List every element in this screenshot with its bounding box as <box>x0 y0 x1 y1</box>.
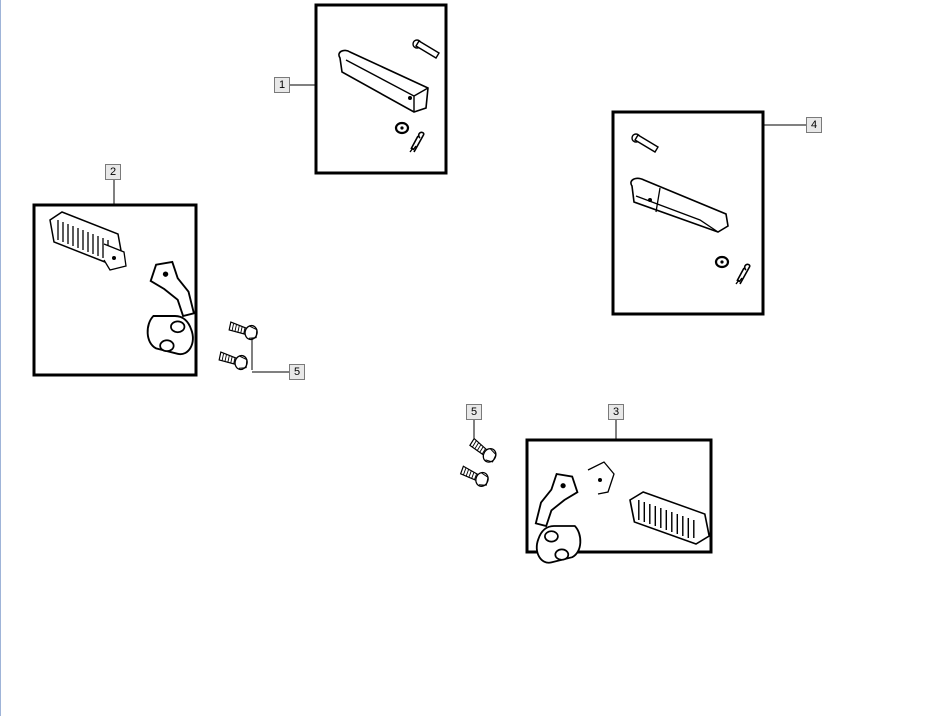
part-5-left-group <box>217 320 289 373</box>
flange-bolt-icon <box>458 464 491 489</box>
split-pin-icon <box>409 131 425 153</box>
part-2-box <box>32 203 198 377</box>
window-left-edge <box>0 0 1 716</box>
part-4-group <box>611 110 806 316</box>
callout-2[interactable]: 2 <box>105 164 121 180</box>
footpeg-bracket-icon <box>146 261 195 356</box>
split-pin-icon <box>735 263 751 285</box>
rear-footrest-icon <box>338 49 429 113</box>
footpeg-bracket-icon <box>534 461 615 564</box>
rubber-footpeg-icon <box>49 211 127 271</box>
pivot-pin-icon <box>631 133 659 153</box>
washer-icon <box>394 121 410 135</box>
callout-5-right[interactable]: 5 <box>466 404 482 420</box>
callout-4[interactable]: 4 <box>806 117 822 133</box>
part-3-group <box>525 420 713 564</box>
washer-icon <box>714 255 730 269</box>
part-5-right-group <box>458 420 500 489</box>
part-2-group <box>32 180 198 377</box>
part-3-box <box>525 438 713 554</box>
pivot-pin-icon <box>412 39 440 59</box>
rubber-footpeg-icon <box>629 491 711 545</box>
rear-footrest-icon <box>630 177 729 233</box>
part-1-box <box>314 3 448 175</box>
callout-3[interactable]: 3 <box>608 404 624 420</box>
part-4-box <box>611 110 765 316</box>
flange-bolt-icon <box>217 350 250 372</box>
callout-1[interactable]: 1 <box>274 77 290 93</box>
flange-bolt-icon <box>466 437 500 466</box>
part-1-group <box>290 3 448 175</box>
flange-bolt-icon <box>227 320 260 342</box>
callout-5-left[interactable]: 5 <box>289 364 305 380</box>
